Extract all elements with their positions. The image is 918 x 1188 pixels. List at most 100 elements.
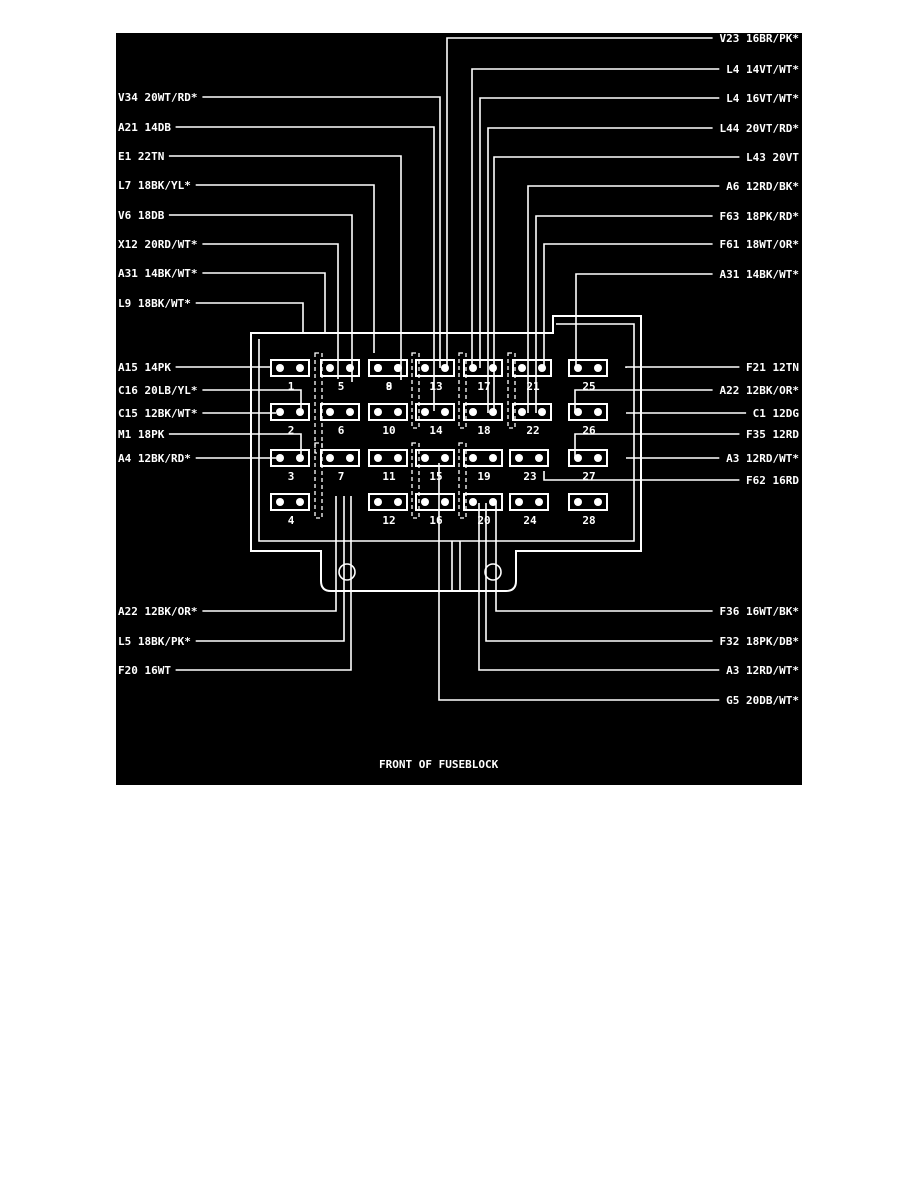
fuse-cavity: 2 xyxy=(270,403,310,437)
right-wire-labels: V23 16BR/PK*L4 14VT/WT*L4 16VT/WT*L44 20… xyxy=(720,32,800,707)
left-wire-label: V6 18DB xyxy=(118,209,165,222)
cavity-number: 2 xyxy=(288,424,295,437)
fuse-cavity: 15 xyxy=(415,449,455,483)
wire-leader xyxy=(574,389,713,413)
wire-leader xyxy=(202,96,441,368)
right-wire-label: F35 12RD xyxy=(746,428,799,441)
cavity-number: 7 xyxy=(338,470,345,483)
fuse-cavity: 18 xyxy=(463,403,503,437)
right-wire-label: A3 12RD/WT* xyxy=(726,452,799,465)
fuse-cavity: 22 xyxy=(512,403,552,437)
cavity-number: 27 xyxy=(582,470,595,483)
cavity-number: 18 xyxy=(477,424,490,437)
cavity-number: 20 xyxy=(477,514,490,527)
cavity-number: 28 xyxy=(582,514,595,527)
right-wire-label: G5 20DB/WT* xyxy=(726,694,799,707)
mounting-hole xyxy=(338,563,356,581)
cavity-number: 10 xyxy=(382,424,395,437)
wire-leader xyxy=(175,496,352,671)
cavity-number: 26 xyxy=(582,424,596,437)
wire-leader xyxy=(487,127,713,413)
wire-leader xyxy=(625,366,740,368)
right-wire-label: F62 16RD xyxy=(746,474,799,487)
wire-leader xyxy=(479,97,720,368)
wire-leaders xyxy=(168,37,747,701)
cavity-number: 1 xyxy=(288,380,295,393)
left-wire-label: A15 14PK xyxy=(118,361,171,374)
wire-leader xyxy=(527,185,720,413)
left-wire-label: E1 22TN xyxy=(118,150,164,163)
wire-leader xyxy=(438,463,720,701)
cavity-number: 6 xyxy=(338,424,345,437)
mounting-hole xyxy=(484,563,502,581)
right-wire-label: A22 12BK/OR* xyxy=(720,384,799,397)
wire-leader xyxy=(493,156,740,413)
fuseblock-svg: 1234567891011121314151617181920212223242… xyxy=(118,32,800,771)
right-wire-label: V23 16BR/PK* xyxy=(720,33,799,45)
wire-leader xyxy=(195,496,345,642)
wire-leader xyxy=(446,37,713,368)
right-wire-label: C1 12DG xyxy=(753,407,800,420)
right-wire-label: F63 18PK/RD* xyxy=(720,210,799,223)
left-wire-label: C16 20LB/YL* xyxy=(118,384,197,397)
left-wire-label: A4 12BK/RD* xyxy=(118,452,191,465)
left-wire-label: A22 12BK/OR* xyxy=(118,605,197,618)
right-wire-label: F61 18WT/OR* xyxy=(720,238,799,251)
fuse-cavity: 23 xyxy=(509,449,549,483)
wire-leader xyxy=(202,243,339,379)
wire-leader xyxy=(485,503,713,642)
cavity-number: 15 xyxy=(429,470,442,483)
cavity-number: 4 xyxy=(288,514,295,527)
fuse-cavity: 24 xyxy=(509,493,549,527)
wire-leader xyxy=(195,302,304,332)
right-wire-label: F21 12TN xyxy=(746,361,799,374)
fuse-cavity: 28 xyxy=(568,493,608,527)
fuse-cavity: 5 xyxy=(320,359,360,393)
wire-leader xyxy=(478,503,720,671)
left-wire-label: A21 14DB xyxy=(118,121,171,134)
fuse-cavity: 20 xyxy=(463,493,503,527)
wire-leader xyxy=(175,126,435,411)
fuse-cavity: 10 xyxy=(368,403,408,437)
right-wire-label: F32 18PK/DB* xyxy=(720,635,799,648)
wire-leader xyxy=(495,503,713,612)
wire-leader xyxy=(195,184,375,353)
wire-leader xyxy=(535,215,713,413)
diagram-caption: FRONT OF FUSEBLOCK xyxy=(379,758,499,771)
fuse-cavity: 7 xyxy=(320,449,360,483)
cavity-number: 9 xyxy=(386,380,393,393)
fuse-cavity: 13 xyxy=(415,359,455,393)
cavity-number: 11 xyxy=(382,470,396,483)
fuse-cavity: 21 xyxy=(512,359,552,393)
wire-leader xyxy=(202,272,326,333)
wire-leader xyxy=(574,433,740,458)
fuse-cavity: 4 xyxy=(270,493,310,527)
right-wire-label: A31 14BK/WT* xyxy=(720,268,799,281)
fuse-cavity: 3 xyxy=(270,449,310,483)
fuse-cavity: 16 xyxy=(415,493,455,527)
right-wire-label: F36 16WT/BK* xyxy=(720,605,799,618)
fuse-cavity: 14 xyxy=(415,403,455,437)
cavity-number: 12 xyxy=(382,514,395,527)
bus-links xyxy=(314,352,516,519)
fuse-cavity: 11 xyxy=(368,449,408,483)
wire-leader xyxy=(202,389,302,413)
fuse-cavity: 6 xyxy=(320,403,360,437)
cavity-number: 25 xyxy=(582,380,595,393)
right-wire-label: A6 12RD/BK* xyxy=(726,180,799,193)
fuse-cavity: 25 xyxy=(568,359,608,393)
wire-leader xyxy=(168,214,353,382)
fuse-cavity: 19 xyxy=(463,449,503,483)
cavity-number: 14 xyxy=(429,424,443,437)
cavity-number: 16 xyxy=(429,514,443,527)
cavity-number: 8 xyxy=(386,380,393,393)
wire-leader xyxy=(168,155,402,380)
right-wire-label: L4 16VT/WT* xyxy=(726,92,799,105)
left-wire-label: V34 20WT/RD* xyxy=(118,91,197,104)
wire-leader xyxy=(543,243,713,368)
right-wire-label: L43 20VT xyxy=(746,151,799,164)
left-wire-label: M1 18PK xyxy=(118,428,165,441)
fuse-cavity: 1 xyxy=(270,359,310,393)
